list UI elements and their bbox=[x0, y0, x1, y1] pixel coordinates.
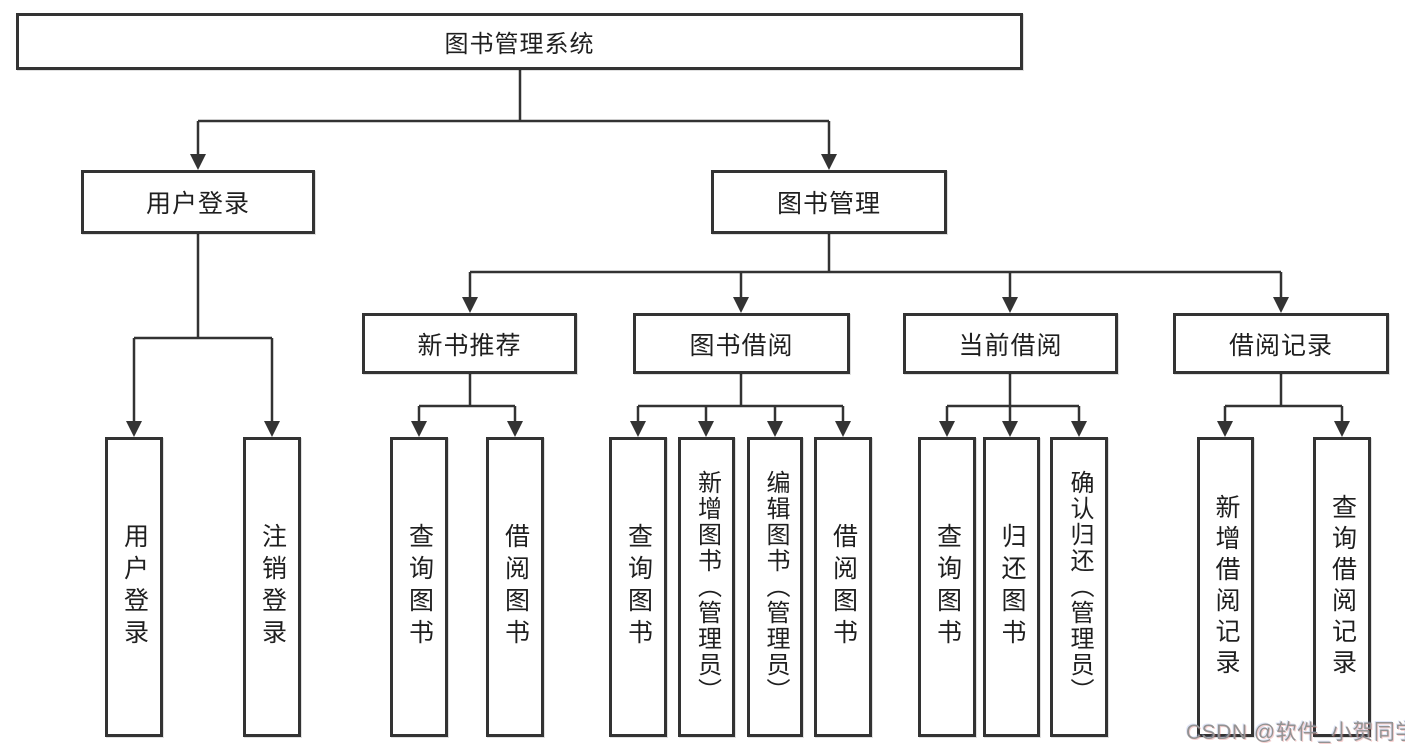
arrowhead bbox=[1071, 421, 1087, 437]
connector-lines bbox=[132, 70, 1344, 421]
arrowhead bbox=[1334, 421, 1350, 437]
arrowhead bbox=[939, 421, 955, 437]
node-label: 借阅记录 bbox=[1228, 331, 1333, 360]
arrowhead bbox=[835, 421, 851, 437]
node-label: 确认归还（管理员） bbox=[1066, 470, 1093, 704]
node-label: 图书管理系统 bbox=[444, 31, 595, 58]
node-label: 借阅图书 bbox=[829, 523, 858, 651]
arrowhead bbox=[1273, 297, 1289, 313]
node-label: 查询图书 bbox=[624, 523, 653, 651]
node-current-borrow: 当前借阅 bbox=[903, 313, 1118, 374]
arrowhead bbox=[1002, 421, 1018, 437]
arrowhead bbox=[1217, 421, 1233, 437]
watermark: CSDN @软件_小贺同学 bbox=[1186, 721, 1405, 744]
leaf-user-login: 用户登录 bbox=[105, 437, 163, 737]
node-root: 图书管理系统 bbox=[16, 13, 1023, 70]
arrowhead bbox=[767, 421, 783, 437]
arrowhead bbox=[462, 297, 478, 313]
node-label: 用户登录 bbox=[120, 523, 149, 651]
arrowhead bbox=[821, 154, 837, 170]
node-label: 新增借阅记录 bbox=[1212, 494, 1240, 680]
arrowhead bbox=[507, 421, 523, 437]
leaf-logout: 注销登录 bbox=[243, 437, 301, 737]
leaf-return-books: 归还图书 bbox=[983, 437, 1040, 737]
leaf-confirm-return-admin: 确认归还（管理员） bbox=[1050, 437, 1108, 737]
node-label: 当前借阅 bbox=[958, 331, 1063, 360]
arrowhead bbox=[264, 421, 280, 437]
leaf-edit-books-admin: 编辑图书（管理员） bbox=[747, 437, 803, 737]
leaf-query-books-current: 查询图书 bbox=[918, 437, 976, 737]
node-label: 借阅图书 bbox=[501, 523, 530, 651]
node-book-borrow: 图书借阅 bbox=[633, 313, 850, 374]
leaf-query-books-recommend: 查询图书 bbox=[390, 437, 448, 737]
leaf-borrow-books: 借阅图书 bbox=[814, 437, 872, 737]
arrowhead bbox=[733, 297, 749, 313]
node-label: 查询图书 bbox=[933, 523, 962, 651]
node-book-management: 图书管理 bbox=[711, 170, 947, 234]
node-label: 新增图书（管理员） bbox=[693, 470, 721, 704]
arrowhead bbox=[1002, 297, 1018, 313]
node-new-book-recommend: 新书推荐 bbox=[362, 313, 577, 374]
arrowhead bbox=[630, 421, 646, 437]
arrowhead bbox=[190, 154, 206, 170]
leaf-add-books-admin: 新增图书（管理员） bbox=[678, 437, 735, 737]
leaf-add-borrow-record: 新增借阅记录 bbox=[1197, 437, 1254, 737]
node-label: 图书管理 bbox=[776, 190, 881, 218]
node-label: 归还图书 bbox=[998, 523, 1026, 651]
node-label: 查询借阅记录 bbox=[1328, 494, 1357, 680]
arrowhead bbox=[126, 421, 142, 437]
arrowhead bbox=[698, 421, 714, 437]
leaf-query-borrow-record: 查询借阅记录 bbox=[1313, 437, 1371, 737]
node-label: 用户登录 bbox=[145, 190, 250, 218]
node-label: 注销登录 bbox=[258, 523, 287, 651]
leaf-query-books-borrow: 查询图书 bbox=[609, 437, 667, 737]
node-label: 查询图书 bbox=[405, 523, 434, 651]
arrowhead bbox=[411, 421, 427, 437]
node-borrow-records: 借阅记录 bbox=[1173, 313, 1389, 374]
node-label: 新书推荐 bbox=[417, 331, 522, 360]
node-label: 图书借阅 bbox=[689, 331, 794, 360]
node-label: 编辑图书（管理员） bbox=[762, 470, 789, 704]
node-user-login: 用户登录 bbox=[81, 170, 315, 234]
leaf-borrow-books-recommend: 借阅图书 bbox=[486, 437, 544, 737]
